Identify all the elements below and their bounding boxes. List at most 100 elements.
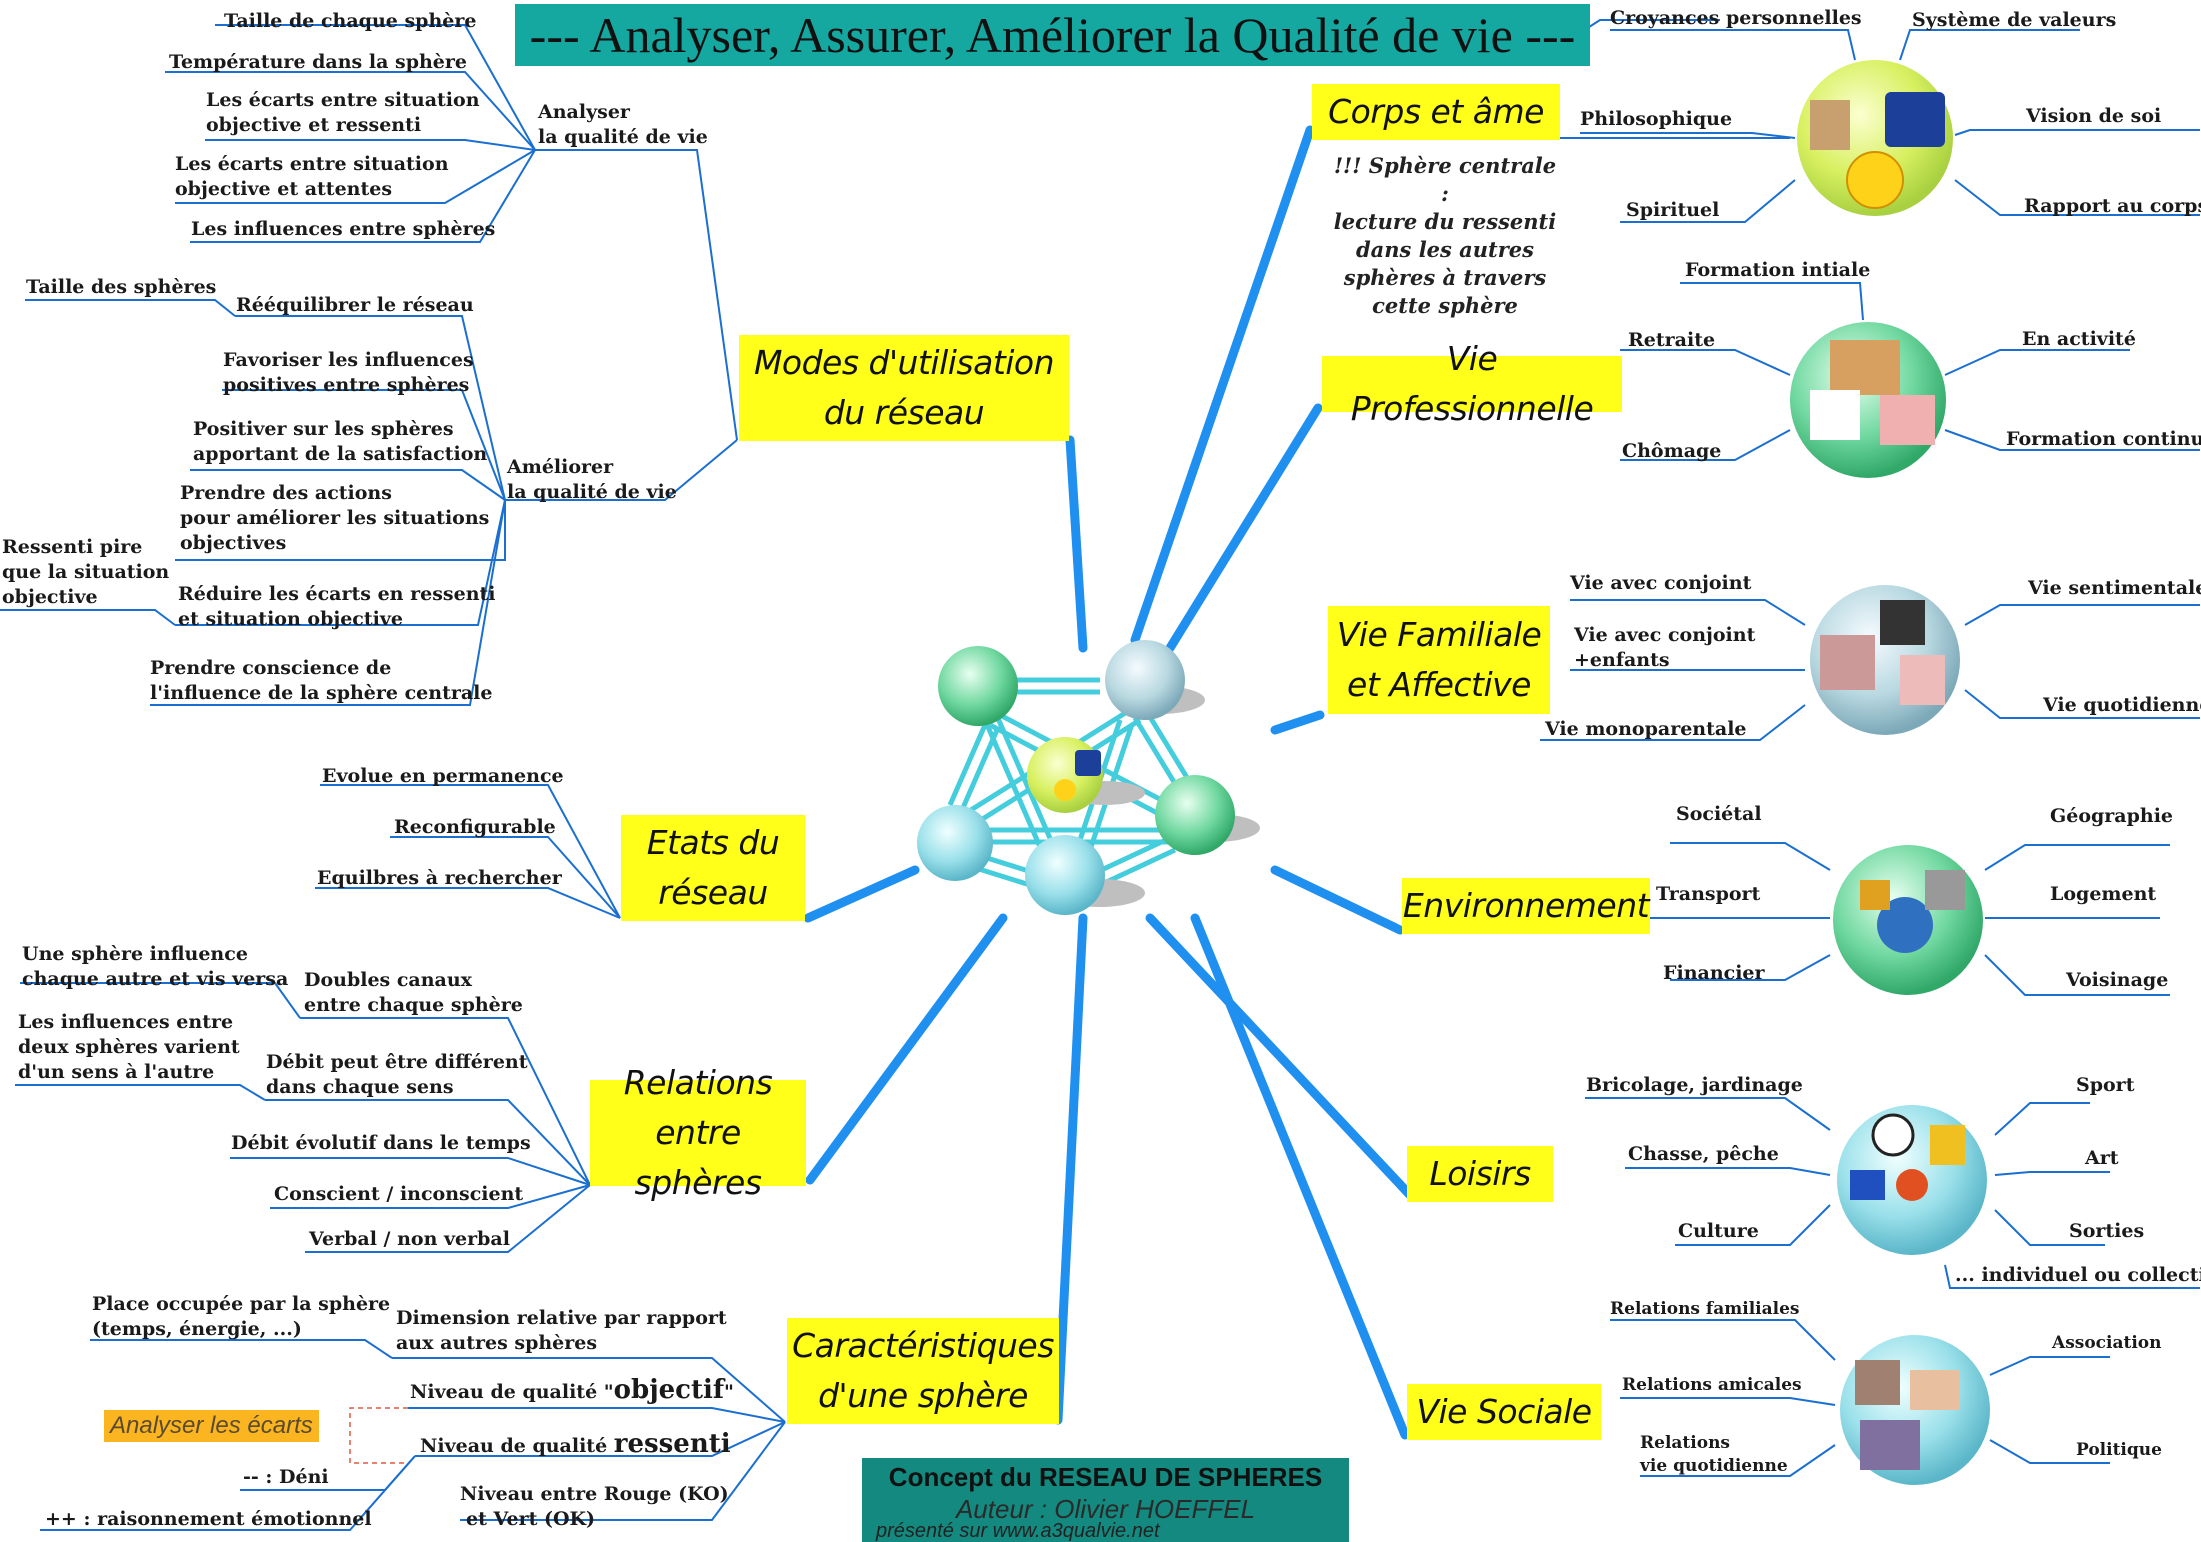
branch-env-label: Environnement — [1402, 886, 1650, 925]
leaf-vie-conjoint: Vie avec conjoint — [1570, 572, 1752, 594]
leaf-ecarts-ressenti: Les écarts entre situation objective et … — [206, 89, 480, 136]
leaf-taille-chaque-sphere: Taille de chaque sphère — [224, 10, 477, 32]
leaf-sorties: Sorties — [2069, 1220, 2145, 1242]
credits-box: Concept du RESEAU DE SPHERES Auteur : Ol… — [862, 1458, 1349, 1542]
credits-author: Auteur : Olivier HOEFFEL — [955, 1494, 1256, 1524]
leaf-relations-vie-quotidienne: Relations vie quotidienne — [1640, 1433, 1788, 1476]
leaf-retraite: Retraite — [1628, 329, 1716, 351]
sphere-corps — [1797, 60, 1953, 216]
branch-relations: Relations entre sphères — [590, 1063, 806, 1202]
branch-modes-label-1: Modes d'utilisation — [753, 343, 1055, 382]
leaf-equilibres: Equilbres à rechercher — [317, 867, 562, 889]
branch-vie-familiale: Vie Familiale et Affective — [1328, 606, 1550, 714]
leaf-sphere-influence: Une sphère influence chaque autre et vis… — [22, 943, 289, 990]
leaf-taille-spheres: Taille des sphères — [26, 276, 217, 298]
leaf-philosophique: Philosophique — [1580, 108, 1733, 130]
analyser-ecarts-tag: Analyser les écarts — [104, 1410, 319, 1442]
leaf-influences-spheres: Les influences entre sphères — [191, 218, 496, 240]
leaf-vie-sentimentale: Vie sentimentale — [2028, 577, 2201, 599]
branch-etats-label-1: Etats du — [646, 823, 780, 862]
leaf-raisonnement-emotionnel: ++ : raisonnement émotionnel — [45, 1508, 372, 1530]
leaf-bricolage: Bricolage, jardinage — [1586, 1074, 1803, 1096]
leaf-association: Association — [2052, 1333, 2162, 1353]
sphere-sociale — [1840, 1335, 1990, 1485]
leaf-relations-familiales: Relations familiales — [1610, 1299, 1800, 1319]
branch-etats-label-2: réseau — [658, 873, 768, 912]
branch-relations-label-1: Relations — [623, 1063, 773, 1102]
leaf-niveau-ressenti: Niveau de qualité ressenti — [420, 1429, 731, 1459]
branch-relations-label-2: entre sphères — [634, 1113, 762, 1202]
leaf-vie-conjoint-enfants: Vie avec conjoint +enfants — [1574, 624, 1756, 671]
leaf-place-occupee: Place occupée par la sphère (temps, éner… — [92, 1293, 391, 1340]
leaf-evolue: Evolue en permanence — [322, 765, 564, 787]
branch-modes-label-2: du réseau — [823, 393, 985, 432]
leaf-sport: Sport — [2076, 1074, 2135, 1096]
ecarts-bracket — [349, 1407, 408, 1464]
leaf-prendre-conscience: Prendre conscience de l'influence de la … — [150, 657, 493, 704]
corps-note: !!! Sphère centrale : lecture du ressent… — [1333, 153, 1557, 318]
branch-caracteristiques: Caractéristiques d'une sphère — [787, 1318, 1059, 1424]
leaf-niveau-rouge-vert: Niveau entre Rouge (KO) et Vert (OK) — [460, 1483, 729, 1530]
branch-famille-label-2: et Affective — [1347, 665, 1531, 704]
leaf-positiver: Positiver sur les sphères apportant de l… — [193, 418, 488, 465]
leaf-culture: Culture — [1678, 1220, 1759, 1242]
leaf-niveau-objectif: Niveau de qualité "objectif" — [410, 1375, 734, 1405]
leaf-doubles-canaux: Doubles canaux entre chaque sphère — [304, 969, 523, 1016]
branch-vie-professionnelle: Vie Professionnelle — [1322, 339, 1622, 428]
leaf-deni: -- : Déni — [243, 1466, 329, 1488]
leaf-debit-different: Débit peut être différent dans chaque se… — [266, 1051, 528, 1098]
sphere-famille — [1810, 585, 1960, 735]
branch-loisirs: Loisirs — [1407, 1146, 1553, 1202]
leaf-financier: Financier — [1663, 962, 1765, 984]
branch-etats: Etats du réseau — [621, 815, 805, 921]
sphere-pro — [1790, 322, 1946, 478]
leaf-temperature: Température dans la sphère — [169, 51, 467, 73]
leaf-en-activite: En activité — [2022, 328, 2136, 350]
leaf-croyances: Croyances personnelles — [1610, 7, 1862, 29]
branch-environnement: Environnement — [1402, 878, 1650, 934]
branch-sociale-label: Vie Sociale — [1416, 1392, 1592, 1431]
leaf-vie-quotidienne: Vie quotidienne — [2043, 694, 2201, 716]
branch-carac-label-2: d'une sphère — [818, 1376, 1028, 1415]
page-title: --- Analyser, Assurer, Améliorer la Qual… — [515, 4, 1590, 66]
branch-modes: Modes d'utilisation du réseau — [739, 335, 1069, 441]
right-connectors — [1540, 19, 2200, 1477]
sphere-environnement — [1833, 845, 1983, 995]
leaf-reconfigurable: Reconfigurable — [394, 816, 556, 838]
branch-corps-et-ame: Corps et âme — [1312, 84, 1560, 140]
leaf-formation-continue: Formation continue — [2006, 428, 2201, 450]
leaf-geographie: Géographie — [2050, 805, 2173, 827]
branch-famille-label-1: Vie Familiale — [1336, 615, 1542, 654]
node-analyser: Analyser la qualité de vie — [538, 101, 708, 148]
branch-pro-label: Vie Professionnelle — [1350, 339, 1594, 428]
leaf-ressenti-pire: Ressenti pire que la situation objective — [2, 536, 170, 608]
leaf-dimension-relative: Dimension relative par rapport aux autre… — [396, 1307, 727, 1354]
branch-vie-sociale: Vie Sociale — [1407, 1384, 1601, 1440]
leaf-formation-initiale: Formation intiale — [1685, 259, 1871, 281]
central-network — [917, 640, 1260, 915]
leaf-influences-varient: Les influences entre deux sphères varien… — [18, 1011, 240, 1083]
branch-corps-label: Corps et âme — [1328, 92, 1544, 131]
leaf-vie-monoparentale: Vie monoparentale — [1545, 718, 1747, 740]
leaf-chasse: Chasse, pêche — [1628, 1143, 1779, 1165]
credits-concept: Concept du RESEAU DE SPHERES — [888, 1462, 1323, 1492]
leaf-societal: Sociétal — [1676, 803, 1762, 825]
sphere-loisirs — [1837, 1105, 1987, 1255]
leaf-chomage: Chômage — [1622, 440, 1722, 462]
leaf-politique: Politique — [2076, 1440, 2162, 1460]
leaf-prendre-actions: Prendre des actions pour améliorer les s… — [180, 482, 490, 554]
leaf-rapport-corps: Rapport au corps — [2024, 195, 2201, 217]
leaf-transport: Transport — [1656, 883, 1761, 905]
leaf-logement: Logement — [2050, 883, 2157, 905]
leaf-reduire-ecarts: Réduire les écarts en ressenti et situat… — [178, 583, 496, 630]
leaf-vision: Vision de soi — [2026, 105, 2162, 127]
main-spokes — [803, 125, 1415, 1440]
leaf-favoriser-influences: Favoriser les influences positives entre… — [223, 349, 474, 396]
leaf-spirituel: Spirituel — [1626, 199, 1720, 221]
leaf-valeurs: Système de valeurs — [1912, 9, 2117, 31]
leaf-art: Art — [2085, 1147, 2119, 1169]
leaf-reequilibrer: Rééquilibrer le réseau — [236, 294, 474, 316]
leaf-individuel-collectif: ... individuel ou collectif — [1955, 1264, 2201, 1286]
leaf-connectors — [0, 24, 786, 1531]
branch-loisirs-label: Loisirs — [1429, 1154, 1531, 1193]
